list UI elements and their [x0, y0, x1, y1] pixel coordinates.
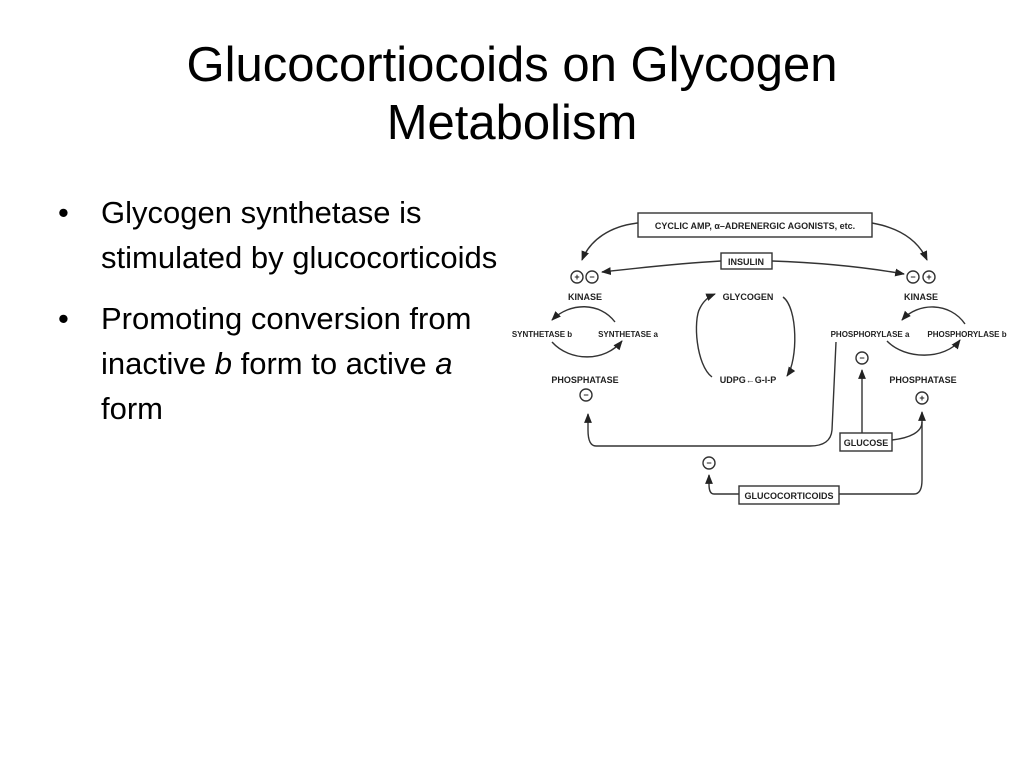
right-plus: +: [926, 272, 931, 282]
synthetase-b-label: SYNTHETASE b: [512, 330, 572, 339]
arrow-left-phosphatase-cycle: [551, 340, 623, 358]
right-phosphatase-plus: +: [919, 393, 924, 403]
bullet-marker: •: [58, 301, 69, 336]
glycogen-label: GLYCOGEN: [723, 292, 774, 302]
right-phosphatase-label: PHOSPHATASE: [889, 375, 956, 385]
glucocorticoids-label: GLUCOCORTICOIDS: [745, 491, 834, 501]
glucose-box: [839, 432, 893, 452]
glycogen-metabolism-diagram: CYCLIC AMP, α–ADRENERGIC AGONISTS, etc. …: [512, 212, 1007, 505]
synthetase-a-label: SYNTHETASE a: [598, 330, 658, 339]
left-phosphatase-minus-circle: [579, 388, 593, 402]
glucocorticoid-minus-circle: [702, 456, 716, 470]
bullet-text: Glycogen synthetase is stimulated by glu…: [101, 195, 498, 275]
bullet-text-a: Promoting conversion from inactive: [101, 301, 472, 381]
right-minus-circle: [906, 270, 920, 284]
left-phosphatase-label: PHOSPHATASE: [551, 375, 618, 385]
phosphorylase-b-label: PHOSPHORYLASE b: [927, 330, 1006, 339]
arrow-udpg-to-glycogen: [695, 293, 716, 378]
arrow-right-kinase-cycle: [901, 306, 966, 325]
arrow-right-phosphatase-cycle: [886, 339, 961, 356]
left-plus-circle: [570, 270, 584, 284]
arrow-glycogen-to-g1p: [782, 296, 796, 377]
arrow-insulin-to-right: [771, 260, 905, 277]
glucocorticoids-box: [738, 485, 840, 505]
left-phosphatase-minus: −: [583, 390, 588, 400]
title-line-2: Metabolism: [386, 96, 638, 150]
phosphorylase-minus-circle: [855, 351, 869, 365]
right-plus-circle: [922, 270, 936, 284]
bullet-marker: •: [58, 195, 69, 230]
right-kinase-label: KINASE: [904, 292, 938, 302]
right-minus: −: [910, 272, 915, 282]
glucose-label: GLUCOSE: [844, 438, 889, 448]
phosphorylase-minus: −: [859, 353, 864, 363]
left-minus-circle: [585, 270, 599, 284]
arrow-left-kinase-cycle: [551, 306, 616, 323]
arrow-gluco-to-right-phosphatase: [839, 422, 923, 495]
bullet-list: • Glycogen synthetase is stimulated by g…: [58, 190, 498, 447]
glucocorticoid-minus: −: [706, 458, 711, 468]
bullet-item-1: • Glycogen synthetase is stimulated by g…: [58, 190, 498, 280]
title-line-1: Glucocortiocoids on Glycogen: [186, 38, 838, 92]
arrow-glucose-to-right-phosphatase: [891, 411, 926, 441]
arrow-cyclic-to-right-kinase: [871, 222, 928, 261]
left-minus: −: [589, 272, 594, 282]
left-kinase-label: KINASE: [568, 292, 602, 302]
bullet-item-2: • Promoting conversion from inactive b f…: [58, 296, 498, 431]
arrow-cyclic-to-left-kinase: [581, 222, 639, 261]
right-phosphatase-plus-circle: [915, 391, 929, 405]
cyclic-amp-box: [637, 212, 873, 238]
bullet-text-c: form: [101, 391, 163, 426]
insulin-label: INSULIN: [728, 257, 764, 267]
arrow-insulin-to-left: [601, 260, 722, 275]
bullet-italic-b: b: [214, 346, 232, 381]
cyclic-amp-label: CYCLIC AMP, α–ADRENERGIC AGONISTS, etc.: [655, 221, 855, 231]
arrow-gluco-to-minus: [705, 474, 739, 495]
slide-title: Glucocortiocoids on Glycogen Metabolism: [0, 36, 1024, 152]
phosphorylase-a-label: PHOSPHORYLASE a: [831, 330, 910, 339]
left-plus: +: [574, 272, 579, 282]
line-phosphorylase-to-left-phosphatase: [584, 341, 837, 447]
udpg-label: UDPG←G-I-P: [720, 375, 777, 385]
bullet-italic-a: a: [435, 346, 453, 381]
bullet-text-b: form to active: [231, 346, 436, 381]
